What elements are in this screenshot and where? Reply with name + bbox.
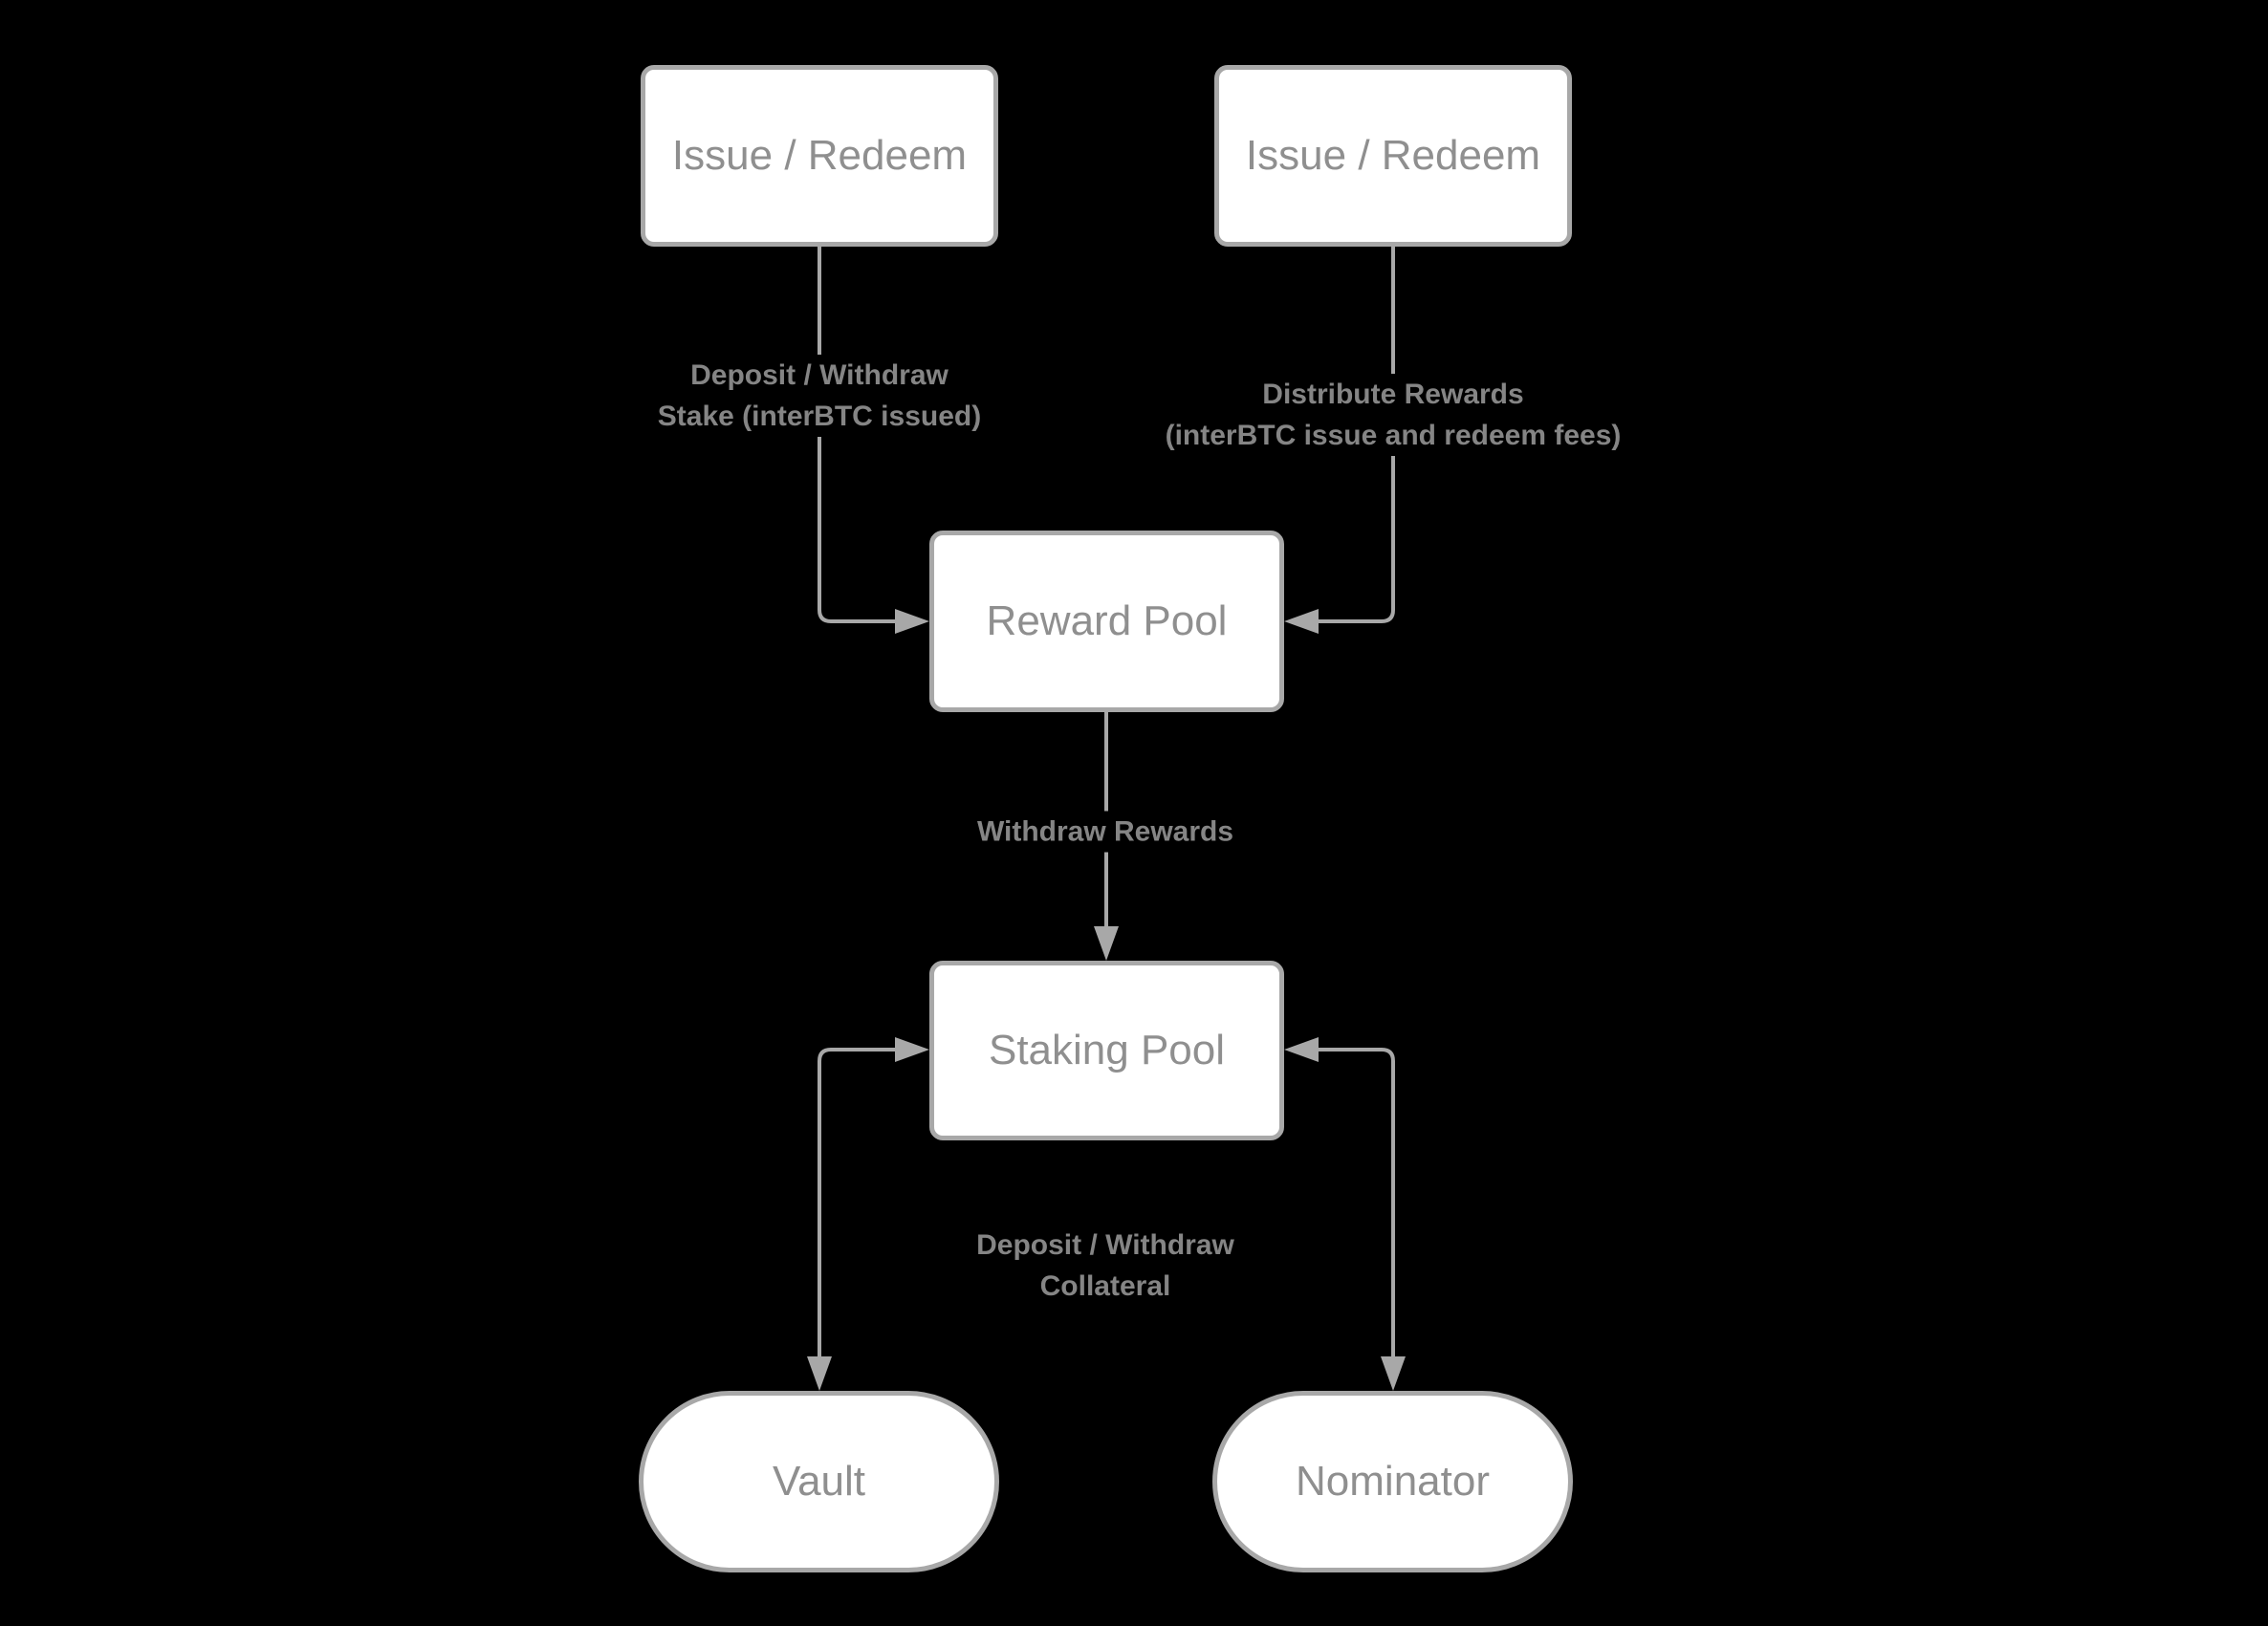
arrowhead-nominator-top-icon [1381,1356,1406,1391]
node-vault-label: Vault [772,1458,866,1505]
arrowhead-staking-pool-right-icon [1284,1037,1319,1062]
node-staking-pool: Staking Pool [929,961,1284,1140]
edge-label-deposit-withdraw-stake: Deposit / Withdraw Stake (interBTC issue… [649,355,990,437]
node-nominator: Nominator [1212,1391,1573,1572]
node-reward-pool-label: Reward Pool [986,597,1228,644]
edge-label-deposit-withdraw-collateral: Deposit / Withdraw Collateral [969,1225,1242,1307]
arrowhead-reward-pool-left-icon [895,609,929,634]
node-vault: Vault [639,1391,999,1572]
arrowhead-staking-pool-top-icon [1094,926,1119,961]
node-issue-redeem-left-label: Issue / Redeem [671,132,968,179]
edge-label-distribute-rewards: Distribute Rewards (interBTC issue and r… [1157,374,1629,456]
node-nominator-label: Nominator [1296,1458,1490,1505]
arrowhead-vault-top-icon [807,1356,832,1391]
edge-staking-pool-to-vault [818,1048,895,1356]
arrowhead-reward-pool-right-icon [1284,609,1319,634]
node-issue-redeem-right: Issue / Redeem [1214,65,1572,247]
edge-staking-pool-to-nominator [1319,1048,1395,1356]
edge-issue-right-to-reward-pool [1319,247,1395,623]
node-issue-redeem-left: Issue / Redeem [641,65,998,247]
edge-label-withdraw-rewards: Withdraw Rewards [969,811,1242,853]
node-reward-pool: Reward Pool [929,531,1284,712]
node-issue-redeem-right-label: Issue / Redeem [1245,132,1541,179]
edge-issue-left-to-reward-pool [818,247,895,623]
arrowhead-staking-pool-left-icon [895,1037,929,1062]
node-staking-pool-label: Staking Pool [988,1027,1226,1073]
